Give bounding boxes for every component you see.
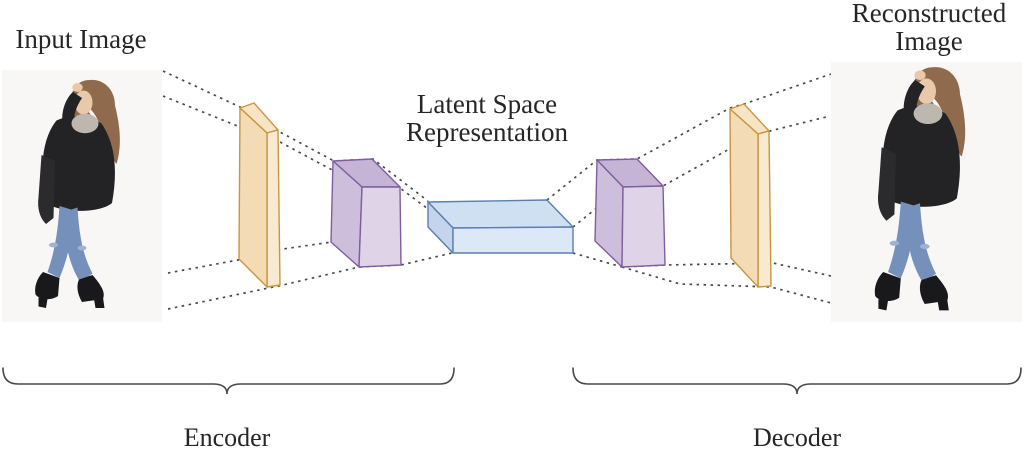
decoder-brace	[572, 367, 1022, 395]
decoder-bottom-inner-line	[621, 266, 832, 304]
reconstructed-image-label-line1: Reconstructed	[852, 0, 1007, 28]
decoder-hidden-layer-block	[594, 158, 666, 268]
block-front-face	[621, 185, 666, 268]
encoder-bottom-inner-line	[167, 252, 453, 310]
encoder-brace	[2, 367, 455, 395]
input-image-photo	[2, 70, 162, 322]
reconstructed-image-label-line2: Image	[895, 26, 962, 56]
block-front-face	[238, 107, 268, 288]
block-front-face	[452, 226, 574, 254]
encoder-hidden-layer-block	[330, 158, 402, 268]
decoder-top-outer-line	[546, 73, 832, 201]
perspective-dashed-lines	[162, 70, 832, 310]
encoder-label: Encoder	[184, 423, 271, 452]
block-front-face	[358, 186, 402, 268]
encoder-top-outer-line	[162, 70, 429, 202]
encoder-conv-layer-block	[238, 102, 281, 288]
decoder-label: Decoder	[753, 423, 841, 452]
latent-space-label-line1: Latent Space	[417, 89, 557, 119]
latent-space-block	[427, 199, 574, 254]
block-side-face	[266, 129, 281, 288]
encoder-bottom-outer-line	[167, 241, 333, 274]
input-image-label: Input Image	[15, 24, 146, 54]
encoder-top-inner-line	[162, 95, 453, 228]
block-front-face	[729, 108, 759, 288]
latent-space-label-line2: Representation	[406, 117, 568, 147]
decoder-output-layer-block	[729, 103, 772, 288]
reconstructed-image-photo	[831, 62, 1022, 322]
block-side-face	[757, 130, 772, 288]
